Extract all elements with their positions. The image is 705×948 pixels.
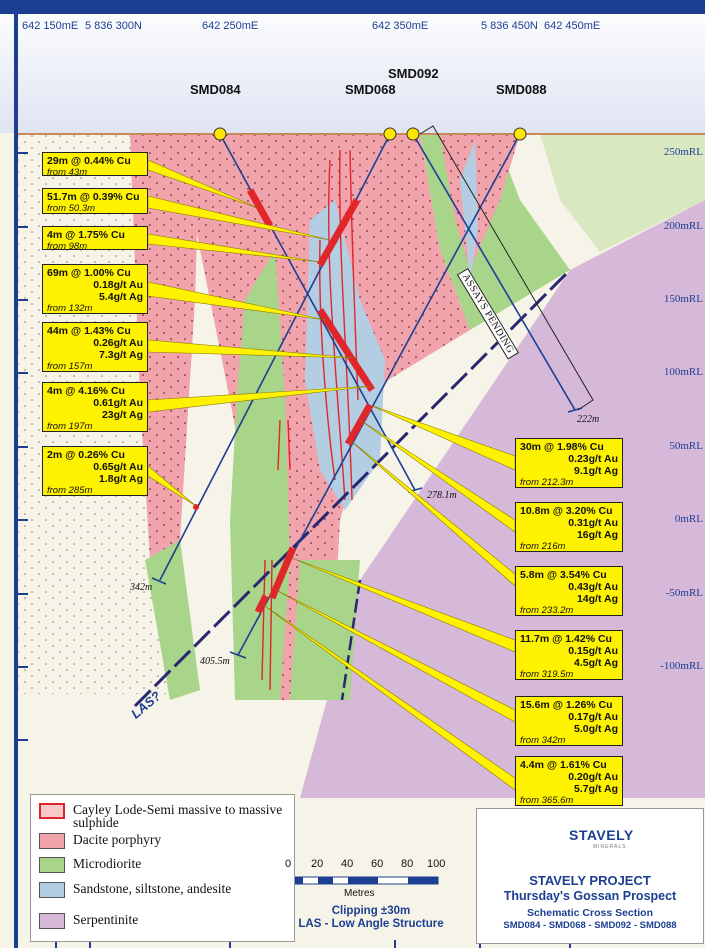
rl-label: -50mRL (665, 587, 703, 599)
intercept-box: 44m @ 1.43% Cu 0.26g/t Au 7.3g/t Ag from… (42, 322, 148, 372)
sandstone-zone (460, 140, 478, 280)
hole-label-smd088: SMD088 (496, 82, 547, 97)
easting-bar (0, 0, 705, 14)
easting-label: 642 250mE (202, 20, 259, 32)
depth-label: 342m (130, 582, 153, 593)
holes-line: SMD084 - SMD068 - SMD092 - SMD088 (503, 920, 677, 931)
clipping-note: Clipping ±30m (331, 905, 411, 917)
legend-item-sandstone: Sandstone, siltstone, andesite (39, 882, 233, 898)
intercept-box: 4m @ 1.75% Cu from 98m (42, 226, 148, 252)
northing-label: 5 836 450N (481, 20, 538, 32)
intercept-box: 29m @ 0.44% Cu from 43m (42, 152, 148, 178)
sandstone-zone (305, 200, 385, 510)
scale-tick: 60 (371, 858, 384, 870)
intercept-box: 51.7m @ 0.39% Cu from 50.3m (42, 188, 148, 214)
intercept-box: 5.8m @ 3.54% Cu 0.43g/t Au 14g/t Ag from… (515, 566, 623, 616)
left-axis-ticks (18, 152, 28, 741)
legend-item-serpentinite: Serpentinite (39, 913, 138, 929)
depth-label: 222m (577, 414, 600, 425)
leader-wedges (147, 159, 516, 791)
hole-label-smd092: SMD092 (388, 66, 439, 81)
scale-tick: 20 (311, 858, 324, 870)
intercept-box: 69m @ 1.00% Cu 0.18g/t Au 5.4g/t Ag from… (42, 264, 148, 314)
scale-tick: 0 (285, 858, 292, 870)
microdiorite-zone (145, 540, 200, 700)
legend: Cayley Lode-Semi massive to massive sulp… (30, 794, 295, 942)
footer-notes: Clipping ±30m LAS - Low Angle Structure (266, 905, 476, 931)
rl-label: 50mRL (669, 440, 703, 452)
hole-label-smd084: SMD084 (190, 82, 241, 97)
rl-label: 0mRL (674, 513, 703, 525)
legend-item-cayley-lode: Cayley Lode-Semi massive to massive sulp… (39, 803, 283, 829)
fault-line (340, 579, 362, 701)
intercept-box: 11.7m @ 1.42% Cu 0.15g/t Au 4.5g/t Ag fr… (515, 630, 623, 680)
las-note: LAS - Low Angle Structure (298, 918, 444, 930)
header-band (0, 0, 705, 133)
assays-pending-bracket (419, 125, 594, 411)
scale-bar (287, 876, 439, 885)
legend-swatch (39, 882, 65, 898)
dacite-porphyry-zone (440, 134, 520, 270)
rl-label: 200mRL (663, 220, 703, 232)
northing-label: 5 836 300N (85, 20, 142, 32)
easting-label: 642 450mE (544, 20, 601, 32)
easting-label: 642 350mE (372, 20, 429, 32)
scale-tick: 40 (341, 858, 354, 870)
dacite-porphyry-zone (130, 134, 200, 640)
collar-markers (213, 127, 527, 141)
rl-label: 150mRL (663, 293, 703, 305)
intercept-box: 30m @ 1.98% Cu 0.23g/t Au 9.1g/t Ag from… (515, 438, 623, 488)
intercept-marker (193, 504, 199, 510)
left-axis-bar (14, 14, 18, 948)
rl-label: 100mRL (663, 366, 703, 378)
collar-smd092 (406, 127, 420, 141)
legend-swatch (39, 833, 65, 849)
depth-label: 278.1m (427, 490, 457, 501)
scale-tick: 80 (401, 858, 414, 870)
easting-label: 642 150mE (22, 20, 79, 32)
legend-swatch (39, 803, 65, 819)
branding-panel: STAVELY MINERALS STAVELY PROJECT Thursda… (476, 808, 704, 944)
intercept-box: 2m @ 0.26% Cu 0.65g/t Au 1.8g/t Ag from … (42, 446, 148, 496)
scale-unit: Metres (344, 888, 375, 899)
prospect-title: Thursday's Gossan Prospect (503, 889, 677, 903)
rl-label: 250mRL (663, 146, 703, 158)
hole-label-smd068: SMD068 (345, 82, 396, 97)
intercept-box: 4.4m @ 1.61% Cu 0.20g/t Au 5.7g/t Ag fro… (515, 756, 623, 806)
legend-item-dacite: Dacite porphyry (39, 833, 161, 849)
collar-smd088 (513, 127, 527, 141)
rl-label: -100mRL (660, 660, 703, 672)
legend-swatch (39, 913, 65, 929)
intercept-markers (246, 188, 375, 614)
drill-trace-smd092 (412, 133, 576, 411)
collar-smd084 (213, 127, 227, 141)
project-title: STAVELY PROJECT (529, 873, 651, 888)
collar-smd068 (383, 127, 397, 141)
intercept-box: 10.8m @ 3.20% Cu 0.31g/t Au 16g/t Ag fro… (515, 502, 623, 552)
pale-green-zone (540, 134, 705, 252)
scale-tick: 100 (427, 858, 446, 870)
logo-text: STAVELY (569, 827, 634, 843)
intercept-box: 15.6m @ 1.26% Cu 0.17g/t Au 5.0g/t Ag fr… (515, 696, 623, 746)
legend-swatch (39, 857, 65, 873)
legend-item-microdiorite: Microdiorite (39, 857, 141, 873)
intercept-box: 4m @ 4.16% Cu 0.61g/t Au 23g/t Ag from 1… (42, 382, 148, 432)
logo-subtext: MINERALS (593, 844, 627, 850)
microdiorite-zone (290, 560, 360, 700)
section-title: Schematic Cross Section (526, 907, 654, 919)
depth-label: 405.5m (200, 656, 230, 667)
